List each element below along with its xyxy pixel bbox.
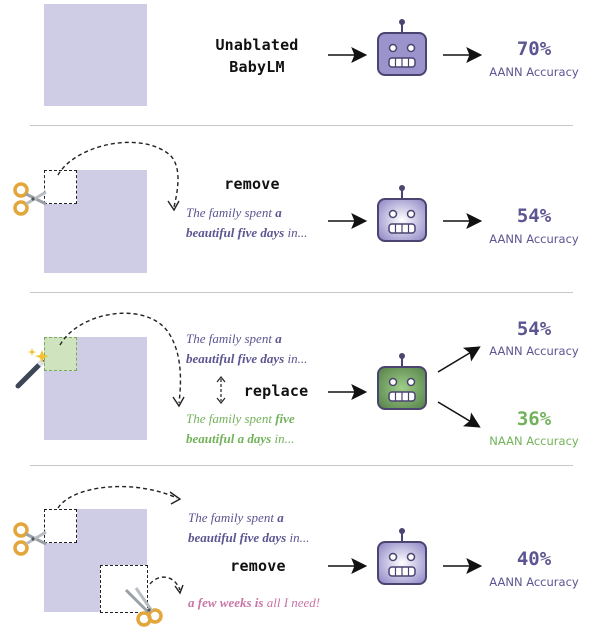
robot-icon	[377, 19, 427, 76]
sentence-bold: beautiful five days	[186, 351, 285, 366]
robot-icon	[377, 528, 427, 585]
data-block	[44, 4, 147, 106]
sentence-text: in...	[286, 530, 310, 545]
sentence-bold: beautiful five days	[188, 530, 287, 545]
result-percent: 54%	[516, 205, 552, 227]
result-metric: AANN Accuracy	[489, 344, 579, 358]
result-percent: 40%	[516, 548, 552, 570]
example-sentence: The family spent a beautiful five days i…	[188, 508, 309, 548]
result-percent: 36%	[516, 408, 552, 430]
operation-label: remove	[224, 175, 280, 193]
original-sentence: The family spent a beautiful five days i…	[186, 329, 307, 369]
example-sentence: The family spent a beautiful five days i…	[186, 203, 307, 243]
arrow-icon	[328, 47, 368, 63]
sentence-bold: a	[275, 205, 282, 220]
removed-region	[44, 170, 77, 204]
operation-label-line: Unablated	[215, 36, 299, 54]
arrow-icon	[443, 558, 483, 574]
sentence-text: in...	[271, 431, 295, 446]
sentence-bold: beautiful a days	[186, 431, 272, 446]
operation-label: Unablated BabyLM	[190, 34, 324, 78]
operation-label-line: BabyLM	[229, 58, 285, 76]
result-metric: AANN Accuracy	[489, 65, 579, 79]
sentence-text: The family spent	[186, 331, 276, 346]
divider	[30, 465, 573, 466]
result-metric: AANN Accuracy	[489, 575, 579, 589]
sentence-text: all I need!	[263, 595, 321, 610]
scissors-icon	[13, 522, 47, 556]
example-sentence-2: a few weeks is all I need!	[188, 593, 320, 613]
dashed-arrow	[57, 485, 182, 509]
result-percent: 70%	[516, 38, 552, 60]
dashed-arrow	[59, 312, 185, 408]
divider	[30, 125, 573, 126]
scissors-icon	[124, 587, 163, 627]
result-percent: 54%	[516, 318, 552, 340]
swap-arrow-icon	[216, 376, 226, 404]
sentence-text: The family spent	[186, 411, 276, 426]
dashed-arrow	[149, 576, 184, 595]
operation-label: remove	[230, 557, 286, 575]
arrow-icon	[328, 558, 368, 574]
dashed-arrow	[57, 141, 180, 212]
sentence-text: in...	[284, 351, 308, 366]
removed-region	[44, 509, 77, 543]
arrow-icon	[443, 213, 483, 229]
sentence-bold: five	[275, 411, 295, 426]
sentence-bold: a	[275, 331, 282, 346]
scissors-icon	[13, 182, 47, 216]
arrow-down-icon	[437, 401, 481, 428]
arrow-icon	[328, 213, 368, 229]
robot-icon	[377, 185, 427, 242]
arrow-up-icon	[437, 346, 481, 373]
sentence-bold: beautiful five days	[186, 225, 285, 240]
sentence-bold: a few weeks is	[188, 595, 264, 610]
arrow-icon	[443, 47, 483, 63]
robot-icon	[377, 353, 427, 410]
replaced-region	[44, 337, 77, 371]
arrow-icon	[328, 384, 368, 400]
sentence-text: The family spent	[186, 205, 276, 220]
divider	[30, 292, 573, 293]
sentence-text: in...	[284, 225, 308, 240]
result-metric: AANN Accuracy	[489, 232, 579, 246]
sentence-bold: a	[277, 510, 284, 525]
result-metric: NAAN Accuracy	[489, 434, 579, 448]
operation-label: replace	[243, 382, 309, 400]
sentence-text: The family spent	[188, 510, 278, 525]
magic-wand-icon	[15, 348, 49, 389]
replaced-sentence: The family spent five beautiful a days i…	[186, 409, 295, 449]
